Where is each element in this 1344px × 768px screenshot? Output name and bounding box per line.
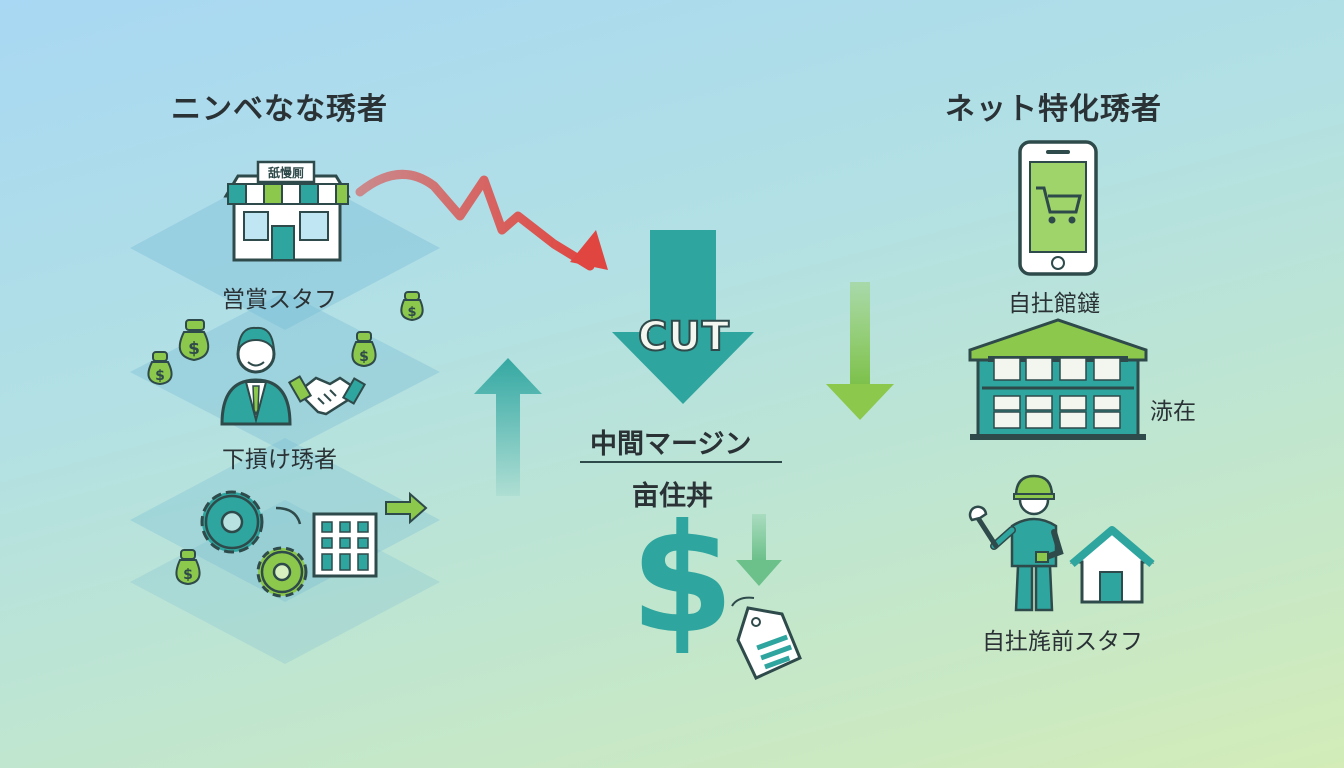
store-sign-text: 舐慢厠 [268,165,304,180]
money-bag-icon: $ [175,549,201,586]
middle-margin-label: 中間マージン [590,429,752,460]
left-column-title: ニンベなな琇者 [171,92,388,127]
warehouse-icon [968,318,1148,440]
money-bag-icon: $ [400,291,424,322]
green-down-arrow [826,282,894,420]
svg-text:$: $ [407,305,416,320]
money-bag-icon: $ [147,351,173,386]
cut-label: CUT [637,313,731,361]
own-store-label: 自扗館鐽 [1008,291,1100,317]
small-down-arrow [736,514,782,586]
worker-wrench-icon [968,474,1064,612]
price-label: 亩住丼 [632,481,713,512]
price-tag-icon [731,596,802,680]
right-column-title: ネット特化琇者 [945,92,1162,127]
small-right-arrow [385,491,428,525]
layer-plane-middle [130,292,440,452]
dollar-icon: $ [630,493,735,667]
smartphone-cart-icon [1018,140,1098,276]
subcontractor-label: 下摃け琇者 [222,447,337,473]
own-staff-label: 自扗旄前スタフ [982,629,1143,655]
house-icon [1069,526,1155,604]
red-zigzag-arrow [355,169,608,271]
cut-down-arrow [612,230,754,404]
gear-icon [256,546,308,598]
businessman-icon [220,326,292,426]
money-bag-icon: $ [351,331,377,368]
svg-text:$: $ [359,349,369,365]
svg-text:$: $ [155,368,165,384]
svg-text:$: $ [188,339,200,359]
storefront-icon [223,160,351,262]
handshake-icon [287,375,367,416]
svg-text:$: $ [183,567,193,583]
teal-up-arrow [474,358,542,496]
office-building-icon [312,512,378,578]
warehouse-label: 浾在 [1150,399,1196,425]
money-bag-icon: $ [178,319,210,362]
gear-icon [200,490,264,554]
sales-staff-label: 営賞スタフ [222,287,337,313]
